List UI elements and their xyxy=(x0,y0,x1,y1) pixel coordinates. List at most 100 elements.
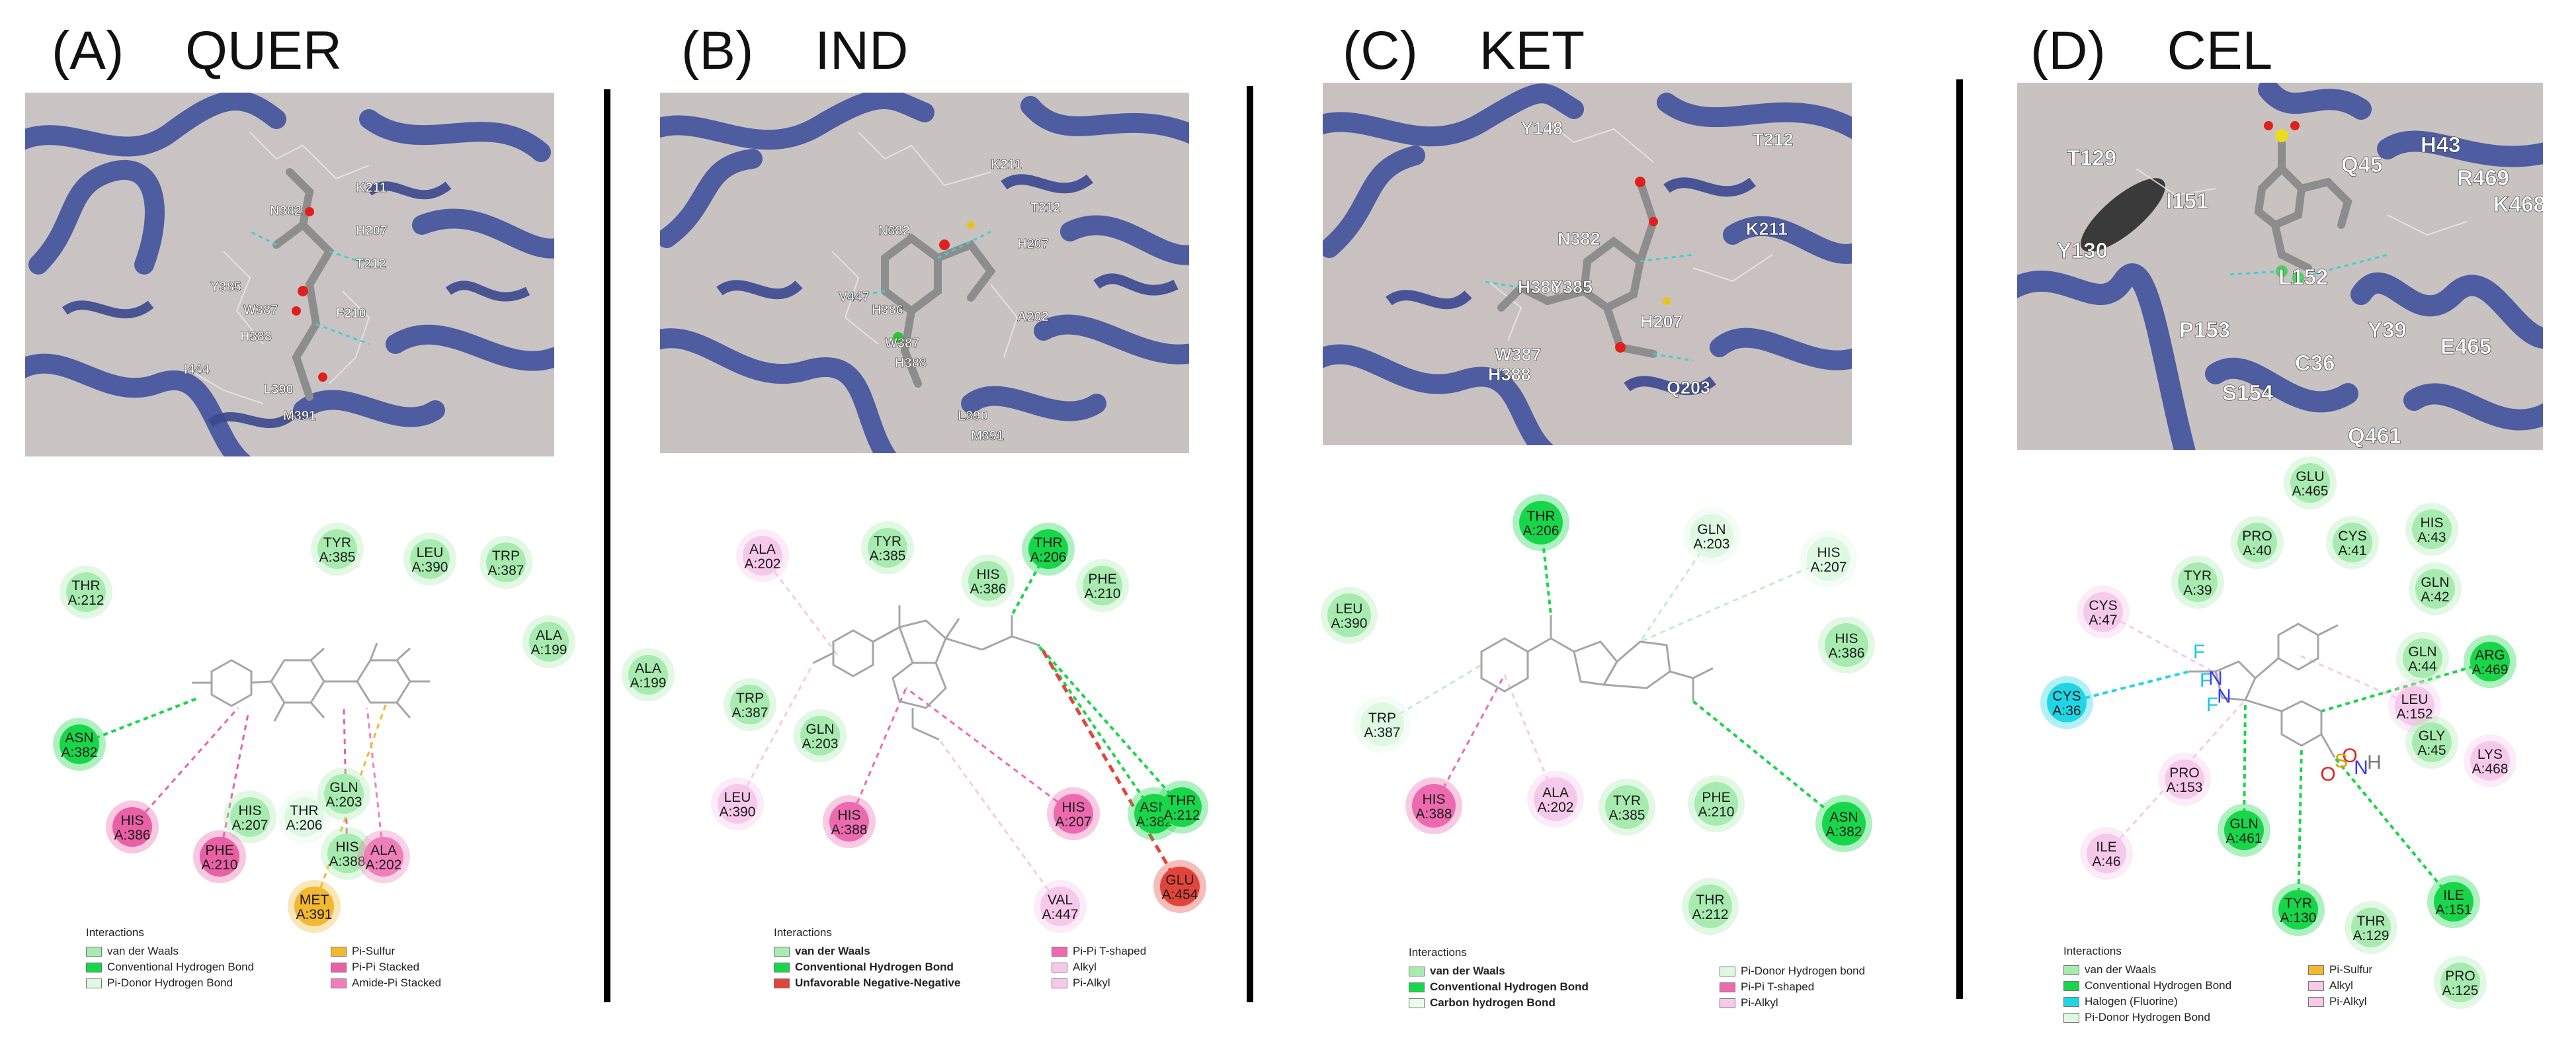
residue-name: HIS xyxy=(1422,792,1445,807)
residue-name: HIS xyxy=(837,808,860,823)
protein-residue-label: I151 xyxy=(2166,189,2208,213)
residue-number: A:382 xyxy=(1136,814,1173,830)
atom-label: O xyxy=(2320,763,2335,785)
atom-label: O xyxy=(2342,745,2357,767)
protein-residue-label: H43 xyxy=(2421,132,2461,157)
residue-number: A:382 xyxy=(1826,824,1862,840)
residue-number: A:390 xyxy=(412,560,448,575)
legend-item: Conventional Hydrogen Bond xyxy=(2063,979,2231,992)
legend-item: Pi-Donor Hydrogen bond xyxy=(1720,965,1865,978)
interaction-line xyxy=(131,707,239,828)
residue-name: TRP xyxy=(492,548,520,564)
protein-residue-label: K211 xyxy=(1746,219,1788,239)
protein-residue-label: P153 xyxy=(2179,318,2230,342)
residue-number: A:203 xyxy=(802,736,839,752)
legend-label: Pi-Alkyl xyxy=(2329,995,2367,1008)
residue-number: A:202 xyxy=(745,556,781,572)
residue-name: GLU xyxy=(1165,873,1194,888)
residue-number: A:382 xyxy=(62,745,98,760)
residue-name: HIS xyxy=(1835,631,1858,646)
legend-title: Interactions xyxy=(2063,945,2122,957)
legend-label: Pi-Donor Hydrogen bond xyxy=(1741,965,1866,977)
residue-number: A:387 xyxy=(1364,725,1401,740)
residue-name: LEU xyxy=(417,545,444,560)
residue-name: THR xyxy=(1526,509,1555,524)
ligand-name: IND xyxy=(815,21,909,81)
protein-residue-label: W387 xyxy=(1495,345,1542,365)
legend-label: Alkyl xyxy=(2329,979,2353,992)
legend-swatch xyxy=(774,978,790,988)
legend-label: Pi-Donor Hydrogen Bond xyxy=(107,976,233,989)
residue-number: A:40 xyxy=(2243,543,2271,558)
residue-number: A:210 xyxy=(202,857,238,873)
residue-name: HIS xyxy=(335,840,358,855)
legend-item: van der Waals xyxy=(774,945,870,958)
residue-number: A:203 xyxy=(326,795,362,810)
protein-residue-label: T212 xyxy=(1753,130,1794,150)
residue-name: ARG xyxy=(2475,648,2505,663)
protein-residue-label: S154 xyxy=(2222,380,2274,405)
residue-number: A:125 xyxy=(2442,983,2479,998)
interaction-line xyxy=(313,701,388,907)
residue-name: THR xyxy=(290,803,318,818)
legend-label: Carbon hydrogen Bond xyxy=(1430,996,1556,1009)
residue-number: A:461 xyxy=(2226,831,2263,846)
protein-residue-label: N382 xyxy=(1558,229,1600,249)
interaction-line xyxy=(1692,700,1845,825)
residue-name: THR xyxy=(1696,892,1724,908)
residue-number: A:36 xyxy=(2052,703,2081,718)
legend-title: Interactions xyxy=(86,926,144,939)
protein-residue-label: Y130 xyxy=(2057,238,2108,263)
protein-residue-label: Y385 xyxy=(1551,277,1593,297)
ligand-name: QUER xyxy=(185,21,343,81)
atom-label: N xyxy=(2208,668,2223,689)
residue-number: A:47 xyxy=(2089,613,2117,628)
legend-item: van der Waals xyxy=(86,945,179,958)
interaction-line xyxy=(79,697,199,746)
legend-item: Conventional Hydrogen Bond xyxy=(86,961,254,974)
residue-number: A:45 xyxy=(2417,743,2446,758)
residue-name: HIS xyxy=(1061,800,1085,815)
residue-number: A:207 xyxy=(1056,814,1092,830)
interaction-line xyxy=(2298,654,2415,707)
legend-item: Carbon hydrogen Bond xyxy=(1409,996,1556,1010)
residue-number: A:206 xyxy=(286,818,323,833)
interaction-line xyxy=(1503,674,1557,800)
panel-label: (A) xyxy=(52,21,124,81)
residue-name: MET xyxy=(300,892,329,908)
interaction-line xyxy=(218,714,249,857)
interaction-line xyxy=(2066,670,2190,704)
residue-number: A:386 xyxy=(1829,646,1865,661)
residue-name: PRO xyxy=(2445,969,2475,984)
legend-swatch xyxy=(331,962,347,973)
protein-residue-label: A202 xyxy=(1017,310,1049,324)
residue-name: TRP xyxy=(1368,711,1396,726)
residue-number: A:447 xyxy=(1042,907,1079,922)
legend-item: Conventional Hydrogen Bond xyxy=(1409,980,1589,994)
protein-residue-label: K468 xyxy=(2493,192,2543,216)
legend-swatch xyxy=(2308,996,2324,1007)
residue-number: A:468 xyxy=(2472,761,2509,777)
